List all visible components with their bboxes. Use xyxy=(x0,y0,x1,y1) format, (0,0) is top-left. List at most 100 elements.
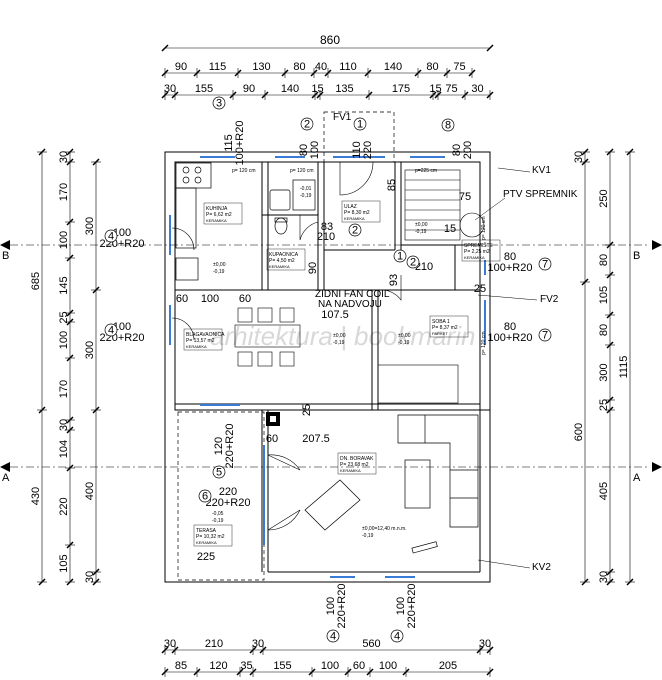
dim-right-row2: 600 xyxy=(573,423,585,441)
inner-dim-d210b: 210 xyxy=(415,261,433,273)
dim-right-row1: 250 xyxy=(598,189,610,207)
room-name: KUPAONICA xyxy=(269,252,299,258)
inner-dim-d25a: 25 xyxy=(301,404,313,416)
label-fv1: FV1 xyxy=(333,112,352,123)
dim-right-row1: 80 xyxy=(598,254,610,266)
ref-bubble-label: 8 xyxy=(445,120,451,132)
inner-dim-d60c: 60 xyxy=(266,433,278,445)
ceiling-note: p= 120 cm xyxy=(290,168,314,174)
ref-bubble-label: 1 xyxy=(397,251,403,263)
dim-bottom-row2: 100 xyxy=(321,660,339,672)
inner-wall-outline xyxy=(174,161,481,411)
ref-bubble-label: 4 xyxy=(330,631,336,643)
room-box xyxy=(461,239,501,262)
dim-right-row1: 80 xyxy=(598,324,610,336)
room-name: BLAGAVAONICA xyxy=(186,332,225,338)
inner-dim-d115: 115 xyxy=(223,134,235,152)
dim-bottom-row1: 560 xyxy=(362,638,380,650)
ceiling-note: p= 120 cm xyxy=(232,168,256,174)
room-floor: KERAMIKA xyxy=(269,264,290,269)
inner-dim-d120: 120 xyxy=(213,437,225,455)
ref-bubble-label: 3 xyxy=(216,98,222,110)
ref-bubble xyxy=(538,257,552,271)
dim-top-row1: 140 xyxy=(384,61,402,73)
inner-dim-d90: 90 xyxy=(307,262,319,274)
dim-bottom-row2: 120 xyxy=(209,660,227,672)
inner-dim-d80w: 80 xyxy=(504,251,516,263)
ref-bubble-label: 4 xyxy=(108,231,114,243)
dim-top-row2: 135 xyxy=(335,83,353,95)
inner-dim-d220: 220+R20 xyxy=(206,497,251,509)
room-floor: KERAMIKA xyxy=(186,344,207,349)
ref-bubble xyxy=(353,117,367,131)
inner-dim-d2075: 207.5 xyxy=(302,433,330,445)
room-name: KUHINJA xyxy=(206,206,228,212)
dim-left-row1: 685 xyxy=(30,272,42,290)
level-room: ±0,00 xyxy=(398,333,411,339)
room-area: P= 8,30 m2 xyxy=(344,210,370,216)
dim-left-row3: 300 xyxy=(84,341,96,359)
dim-right-row1: 105 xyxy=(598,286,610,304)
dim-bottom-row2: 100 xyxy=(379,660,397,672)
dim-right-row1: 300 xyxy=(598,363,610,381)
inner-dim-d100a: 100 xyxy=(201,293,219,305)
level-living: -0,19 xyxy=(362,533,374,539)
room-floor: KERAMIKA xyxy=(340,468,361,473)
ref-bubble-label: 5 xyxy=(216,467,222,479)
dim-top-row1: 90 xyxy=(175,61,187,73)
dim-left-row2: 105 xyxy=(58,554,70,572)
inner-dim-d60b: 60 xyxy=(239,293,251,305)
bath-fixtures xyxy=(269,179,316,235)
ref-bubble-label: 6 xyxy=(202,491,208,503)
label-ptv: PTV SPREMNIK xyxy=(503,189,578,200)
dim-top-row1: 115 xyxy=(209,61,227,73)
room-name: ULAZ xyxy=(344,204,357,210)
room-box xyxy=(193,524,233,547)
dim-bottom-row1: 210 xyxy=(205,638,223,650)
level-labels: ±0,00-0,19±0,00-0,19±0,00-0,19±0,00-0,19… xyxy=(212,186,428,539)
inner-dim-d225: 225 xyxy=(197,551,215,563)
dim-top-row1: 130 xyxy=(252,61,270,73)
inner-dim-d8010: 100 xyxy=(309,141,321,159)
windows xyxy=(169,156,486,578)
doors xyxy=(171,161,402,531)
inner-dim-d60a: 60 xyxy=(176,293,188,305)
dim-left-row1: 430 xyxy=(30,487,42,505)
dim-bottom-row1: 30 xyxy=(479,638,491,650)
room-area: P= 23,68 m2 xyxy=(340,462,369,468)
dim-bottom-row1: 30 xyxy=(252,638,264,650)
dim-top-row1: 40 xyxy=(315,61,327,73)
inner-dim-d115: 100+R20 xyxy=(234,121,246,166)
dim-left-row3: 400 xyxy=(84,482,96,500)
dim-right-total: 1115 xyxy=(618,356,630,379)
inner-dim-d110220: 110 xyxy=(351,141,363,159)
dim-top-row2: 30 xyxy=(471,83,483,95)
dim-left-row3: 300 xyxy=(84,217,96,235)
dim-top-row1: 80 xyxy=(293,61,305,73)
room-area: P= 2,25 m2 xyxy=(464,249,490,255)
watermark-text: arhitektura | bookmarin xyxy=(210,321,475,351)
inner-dim-d220: 220 xyxy=(219,486,237,498)
dim-left-row2: 145 xyxy=(58,276,70,294)
dim-left-row2: 100 xyxy=(58,331,70,349)
kitchen-fixtures xyxy=(175,162,212,281)
room-box xyxy=(429,315,469,338)
room-floor: KERAMIKA xyxy=(464,255,485,260)
inner-dim-d80200: 80 xyxy=(451,144,463,156)
label-kv2: KV2 xyxy=(532,562,551,573)
room-area: P= 8,37 m2 xyxy=(432,325,458,331)
inner-dim-d8010: 80 xyxy=(298,144,310,156)
ref-bubble xyxy=(326,629,340,643)
level-bath: -0,01 xyxy=(300,186,312,192)
room-box xyxy=(337,452,377,475)
section-b-left: B xyxy=(2,250,9,262)
dim-top-row2: 30 xyxy=(164,83,176,95)
room-box xyxy=(183,328,223,351)
ref-bubble xyxy=(406,255,420,269)
entrance-canopy xyxy=(323,111,395,163)
